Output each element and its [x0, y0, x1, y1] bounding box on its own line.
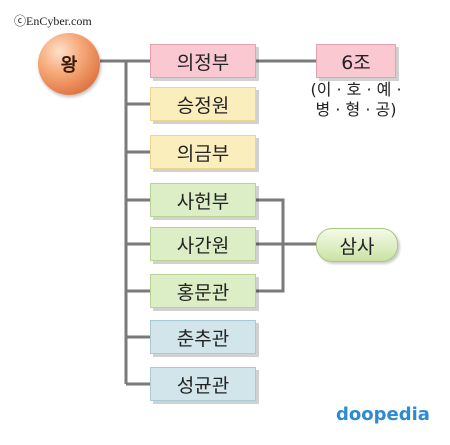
office-chunchugwan: 춘추관	[150, 320, 256, 354]
office-hongmungwan: 홍문관	[150, 274, 256, 308]
office-label: 승정원	[176, 94, 230, 117]
samsa-node: 삼사	[316, 228, 398, 262]
office-saheonbu: 사헌부	[150, 183, 256, 217]
samsa-label: 삼사	[339, 235, 375, 258]
king-label: 왕	[60, 55, 78, 76]
office-label: 사헌부	[176, 190, 230, 213]
office-saganwon: 사간원	[150, 227, 256, 261]
office-label: 사간원	[176, 234, 230, 257]
office-label: 의정부	[176, 51, 230, 74]
ministries-node: 6조	[316, 44, 396, 78]
office-label: 의금부	[176, 142, 230, 165]
ministries-list-line-2: 병 · 형 · 공)	[315, 100, 397, 119]
ministries-list-line-1: (이 · 호 · 예 ·	[310, 80, 402, 99]
office-uigeumbu: 의금부	[150, 135, 256, 169]
copyright-notice: ⓒEnCyber.com	[14, 14, 92, 28]
ministries-list: (이 · 호 · 예 · 병 · 형 · 공)	[300, 80, 412, 120]
king-node: 왕	[38, 33, 100, 95]
office-uijeongbu: 의정부	[150, 44, 256, 78]
ministries-label: 6조	[341, 51, 371, 74]
office-seungjeongwon: 승정원	[150, 87, 256, 121]
office-label: 성균관	[176, 374, 230, 397]
office-label: 춘추관	[176, 327, 230, 350]
doopedia-logo: doopedia	[336, 404, 430, 425]
office-seonggyungwan: 성균관	[150, 367, 256, 401]
office-label: 홍문관	[176, 281, 230, 304]
